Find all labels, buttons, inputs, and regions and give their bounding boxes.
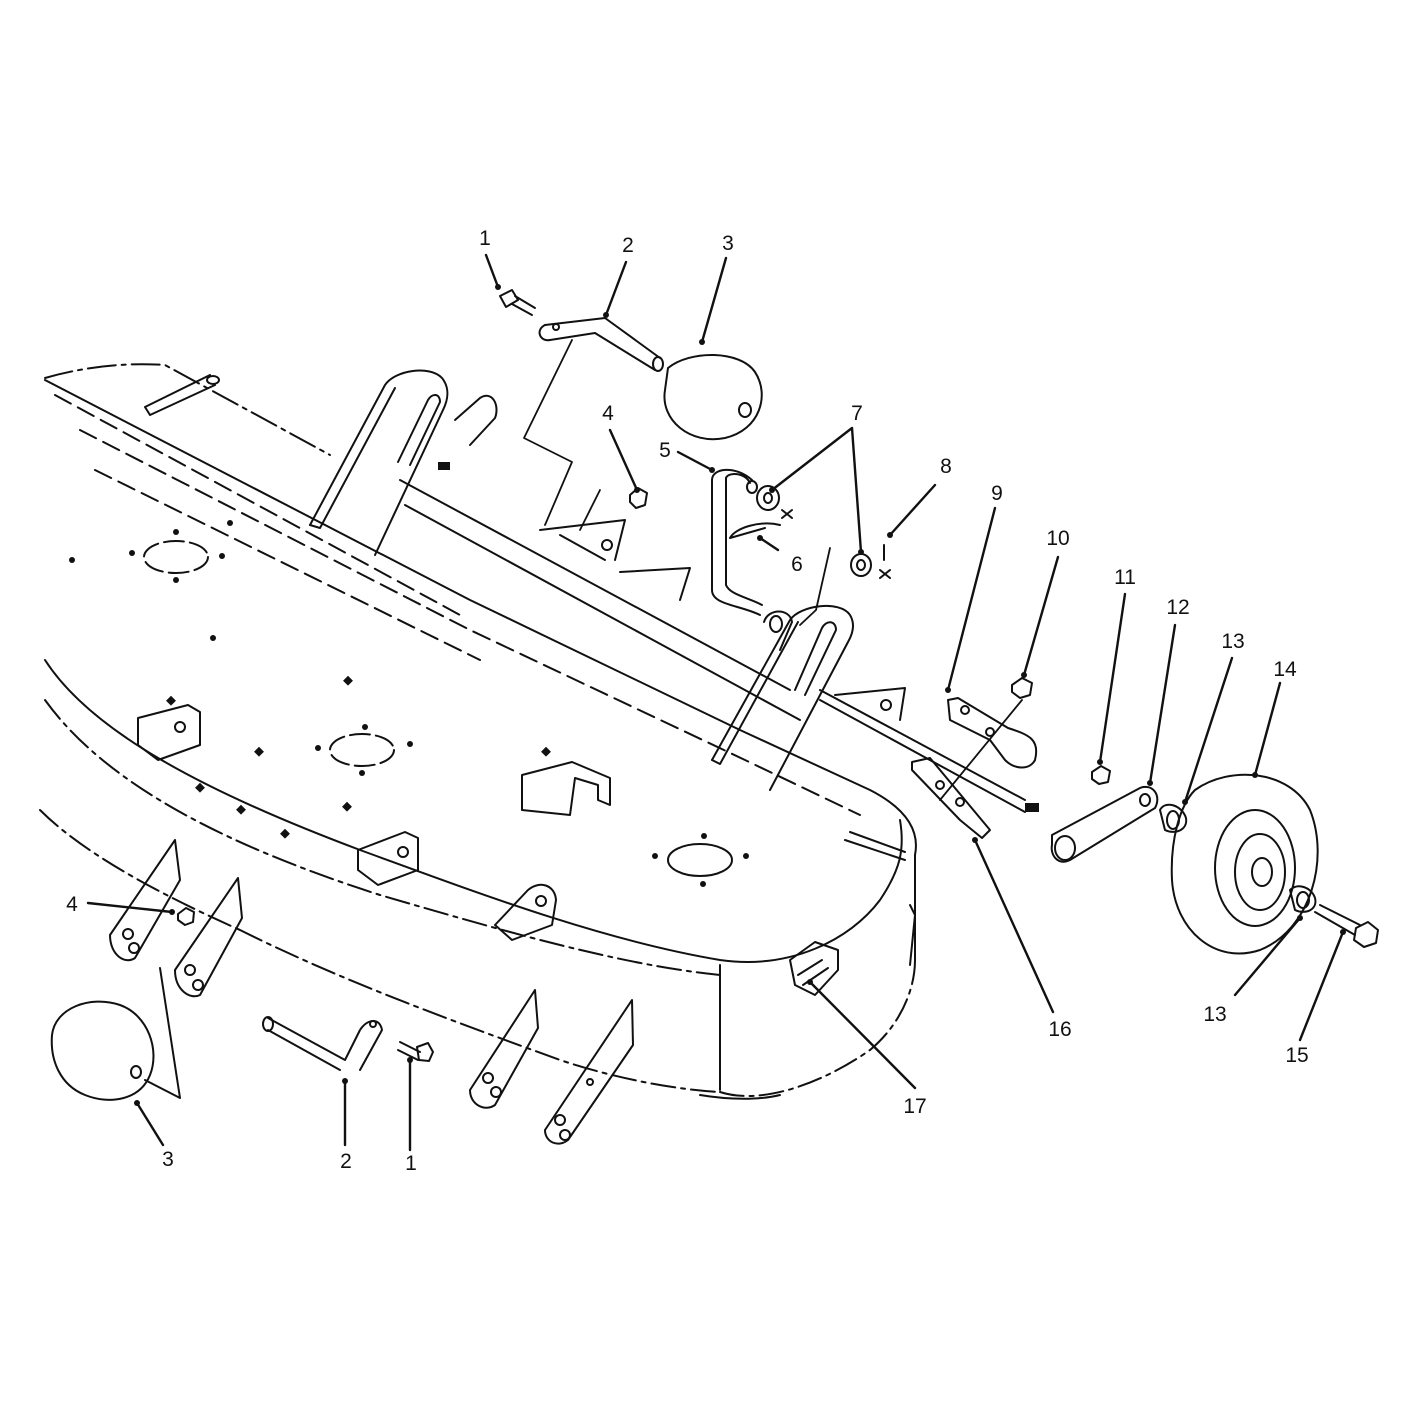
rear-tab-1: [539, 519, 626, 561]
callout-labels: 1 2 3 4 5 6 7 8 9 10 11 12 13 14 4 16 13…: [66, 227, 1309, 1175]
callout-15: 15: [1285, 1044, 1308, 1067]
rear-tab-3: [834, 687, 906, 721]
deck-latch: [909, 904, 916, 966]
callout-9: 9: [991, 482, 1003, 505]
callout-7: 7: [851, 402, 863, 425]
rear-tab-2: [619, 567, 691, 601]
left-hanger-bracket: [309, 369, 498, 556]
callout-2-top: 2: [622, 234, 634, 257]
callout-12: 12: [1166, 596, 1189, 619]
rear-tab-hole: [601, 539, 613, 551]
right-hanger-bracket: [711, 604, 855, 791]
callout-5: 5: [659, 439, 671, 462]
hair-pin: [729, 522, 781, 539]
deck-bracket-2: [357, 831, 419, 886]
front-brackets: [109, 839, 634, 1145]
deck-bracket-1: [137, 704, 201, 761]
deck-bracket-3: [494, 883, 557, 941]
callout-1-top: 1: [479, 227, 491, 250]
callout-1-bottom: 1: [405, 1152, 417, 1175]
spacer-upper: [1159, 803, 1188, 833]
washer-upper: [756, 485, 780, 511]
mower-deck-housing: [39, 363, 917, 1100]
x-mark: [781, 509, 793, 519]
callout-17: 17: [903, 1095, 926, 1118]
callout-6: 6: [791, 553, 803, 576]
top-bolt: [499, 289, 536, 316]
top-roller: [663, 353, 763, 441]
lock-nut-11: [1091, 765, 1111, 785]
callout-14: 14: [1273, 658, 1297, 681]
wheel-support-bracket: [947, 697, 1038, 769]
lower-roller-axle: [262, 1016, 383, 1071]
deck-mount-holes: [69, 462, 1039, 887]
support-plate: [911, 757, 991, 839]
washer-lower: [850, 553, 872, 577]
callout-10: 10: [1046, 527, 1069, 550]
spindle-openings: [143, 540, 733, 877]
leader-fold: [144, 967, 181, 1099]
lower-lock-nut: [177, 907, 195, 926]
callout-3-bottom: 3: [162, 1148, 174, 1171]
x-mark: [879, 569, 891, 579]
callout-16: 16: [1048, 1018, 1071, 1041]
callout-13-top: 13: [1221, 630, 1244, 653]
callout-2-bottom: 2: [340, 1150, 352, 1173]
wheel-arm: [1050, 785, 1159, 863]
callout-8: 8: [940, 455, 952, 478]
leader-lines: [86, 253, 1345, 1152]
lift-hanger-rod: [711, 468, 763, 616]
lower-roller: [50, 1000, 155, 1101]
deck-pin: [144, 374, 216, 416]
callout-3-top: 3: [722, 232, 734, 255]
deck-pin-end: [206, 375, 220, 385]
spacer-lower: [1289, 885, 1317, 913]
callout-11: 11: [1114, 566, 1136, 589]
leader-dots: [134, 284, 1346, 1106]
lower-bolt: [397, 1041, 434, 1062]
lock-nut-10: [1011, 677, 1033, 699]
axle-bolt: [1314, 904, 1361, 936]
callout-13-bottom: 13: [1203, 1003, 1226, 1026]
callout-4-bottom: 4: [66, 893, 78, 916]
deck-channel-bracket: [521, 761, 611, 816]
wheel-arm-rod: [819, 689, 1026, 813]
gauge-wheel: [1170, 773, 1319, 955]
callout-4-top: 4: [602, 402, 614, 425]
top-roller-axle: [538, 317, 664, 372]
rear-channel: [399, 479, 801, 721]
rear-tab-hole: [880, 699, 892, 711]
